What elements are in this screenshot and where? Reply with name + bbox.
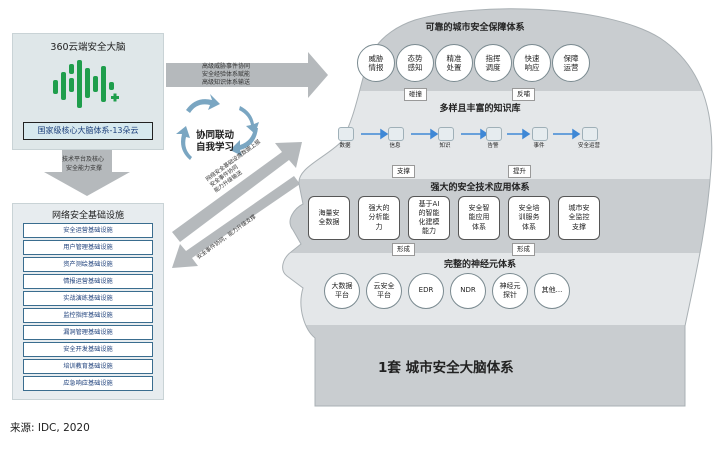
- tech-item: 基于AI 的智能 化建模 能力: [408, 196, 450, 240]
- tech-item: 安全培 训服务 体系: [508, 196, 550, 240]
- alert-icon: [486, 127, 502, 141]
- knowledge-item: 知识: [439, 143, 451, 149]
- cycle-label-line2: 自我学习: [196, 141, 235, 153]
- tech-title: 强大的安全技术应用体系: [430, 183, 530, 193]
- neural-item: 云安全 平台: [366, 273, 402, 309]
- arrow-diagonal-down-icon: [172, 176, 300, 268]
- knowledge-item: 告警: [487, 143, 499, 149]
- operations-icon: [582, 127, 598, 141]
- guarantee-item: 威胁 情报: [357, 44, 395, 82]
- guarantee-item: 快速 响应: [513, 44, 551, 82]
- infra-item: 监控指挥基础设施: [23, 308, 153, 323]
- tech-item: 海量安 全数据: [308, 196, 350, 240]
- knowledge-item: 数据: [339, 143, 351, 149]
- knowledge-item: 信息: [389, 143, 401, 149]
- infra-item: 安全开发基础设施: [23, 342, 153, 357]
- infra-item: 培训教育基础设施: [23, 359, 153, 374]
- data-icon: [338, 127, 354, 141]
- upgrade-tag: 提升: [508, 165, 531, 178]
- guarantee-item: 指挥 调度: [474, 44, 512, 82]
- infra-item: 应急响应基础设施: [23, 376, 153, 391]
- neural-item: 其他...: [534, 273, 570, 309]
- infra-item: 资产测绘基础设施: [23, 257, 153, 272]
- neural-item: 神经元 探针: [492, 273, 528, 309]
- arrow-down-text-2: 安全能力支撑: [66, 165, 103, 172]
- guarantee-item: 保障 运营: [552, 44, 590, 82]
- source-note: 来源: IDC, 2020: [10, 422, 90, 434]
- feedback-tag: 反哺: [512, 88, 535, 101]
- infrastructure-title: 网络安全基础设施: [51, 211, 124, 221]
- arrow-top-text-1: 高级威胁事件协同: [202, 63, 251, 70]
- guarantee-item: 态势 感知: [396, 44, 434, 82]
- infrastructure-panel: 网络安全基础设施 安全运营基础设施 用户管理基础设施 资产测绘基础设施 情报运营…: [12, 203, 164, 400]
- neural-item: EDR: [408, 273, 444, 309]
- form-tag-1: 形成: [392, 243, 415, 256]
- guarantee-title: 可靠的城市安全保障体系: [425, 23, 525, 33]
- event-icon: [532, 127, 548, 141]
- arrow-to-head-icon: [166, 52, 328, 98]
- cloud-brain-panel: 360云端安全大脑 国家级核心大脑体系-13朵云: [12, 33, 164, 150]
- tech-item: 强大的 分析能 力: [358, 196, 400, 240]
- cloud-brain-title: 360云端安全大脑: [50, 42, 126, 53]
- arrow-down-text-1: 技术平台及核心: [62, 156, 105, 163]
- cloud-brain-label: 国家级核心大脑体系-13朵云: [23, 122, 153, 140]
- knowledge-icon: [438, 127, 454, 141]
- knowledge-title: 多样且丰富的知识库: [439, 104, 521, 114]
- knowledge-item: 安全运营: [577, 143, 600, 149]
- system-title: 1套 城市安全大脑体系: [378, 360, 514, 376]
- infra-item: 安全运营基础设施: [23, 223, 153, 238]
- cloud-brain-logo-icon: [53, 60, 119, 108]
- neural-item: NDR: [450, 273, 486, 309]
- infra-item: 漏洞管理基础设施: [23, 325, 153, 340]
- neural-title: 完整的神经元体系: [443, 260, 516, 270]
- arrow-top-text-3: 高级知识体系输送: [202, 79, 251, 86]
- arrow-top-text-2: 安全经验体系赋能: [202, 71, 251, 78]
- form-tag-2: 形成: [512, 243, 535, 256]
- guarantee-item: 精准 处置: [435, 44, 473, 82]
- cycle-label-line1: 协同联动: [196, 130, 235, 141]
- arrow-down-icon: [44, 150, 130, 196]
- infra-item: 实战演练基础设施: [23, 291, 153, 306]
- infra-item: 情报运营基础设施: [23, 274, 153, 289]
- tech-item: 安全智 能应用 体系: [458, 196, 500, 240]
- collide-tag: 碰撞: [404, 88, 427, 101]
- arrow-diagonal-up-icon: [172, 142, 302, 242]
- tech-item: 城市安 全监控 支撑: [558, 196, 600, 240]
- infra-item: 用户管理基础设施: [23, 240, 153, 255]
- knowledge-item: 事件: [533, 143, 545, 149]
- cycle-label: 协同联动 自我学习: [196, 130, 234, 154]
- neural-item: 大数据 平台: [324, 273, 360, 309]
- cycle-icon: [176, 94, 259, 160]
- info-icon: [388, 127, 404, 141]
- support-tag: 支撑: [392, 165, 415, 178]
